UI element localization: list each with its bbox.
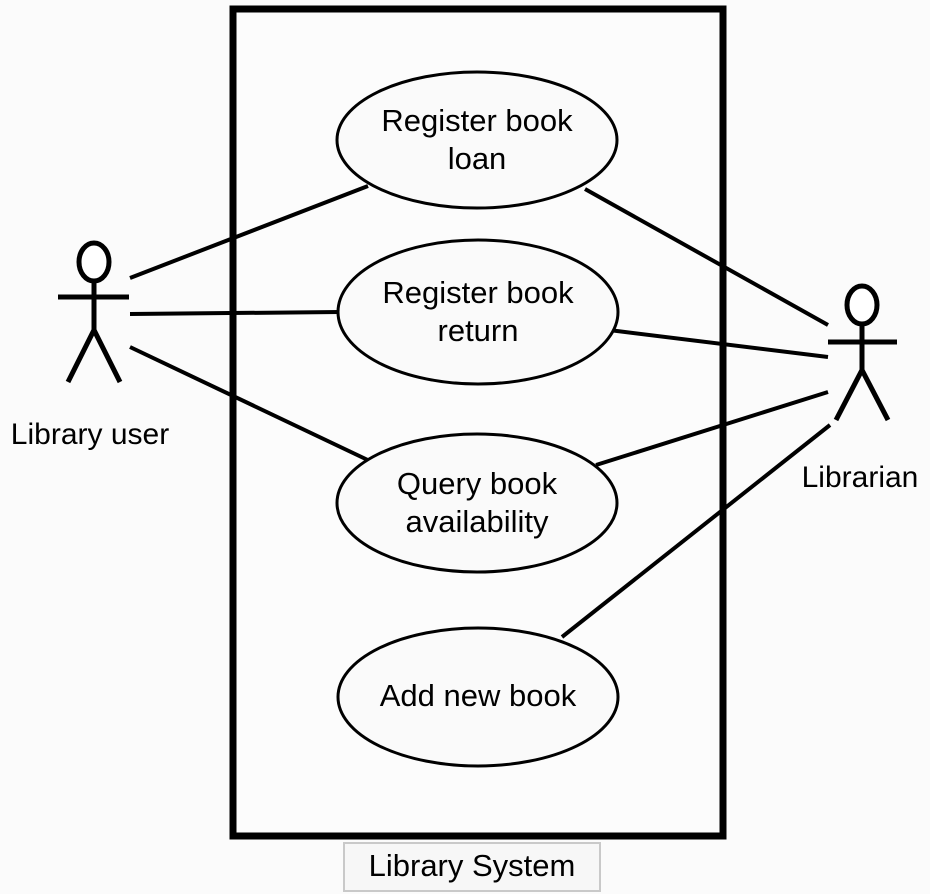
use-case-ellipse [336, 238, 620, 386]
system-label: Library System [343, 842, 601, 892]
actor-right-leg-line [859, 368, 891, 422]
association-register-book-return-librarian[interactable] [608, 328, 829, 359]
use-case-ellipse [335, 432, 619, 574]
actor-head-icon [76, 240, 112, 284]
association-register-book-loan-librarian[interactable] [584, 187, 829, 327]
actor-library-user[interactable]: Library user [11, 240, 169, 451]
actor-right-leg-line [91, 328, 123, 384]
actor-librarian[interactable]: Librarian [802, 283, 919, 494]
association-library-user-register-book-return[interactable] [129, 310, 341, 316]
use-case-label-line2: availability [405, 504, 549, 539]
actor-left-leg-line [65, 328, 97, 384]
use-case-add-new-book[interactable]: Add new book [336, 626, 620, 768]
use-case-label-line1: Register book [382, 275, 574, 310]
actor-left-leg-line [833, 368, 865, 422]
use-case-label-line1: Add new book [380, 678, 577, 713]
use-case-label-line1: Query book [397, 466, 558, 501]
association-query-book-availability-librarian[interactable] [595, 390, 829, 467]
actor-head-icon [844, 283, 880, 327]
use-case-register-book-return[interactable]: Register book return [336, 238, 620, 386]
association-library-user-register-book-loan[interactable] [129, 184, 369, 280]
use-case-register-book-loan[interactable]: Register book loan [335, 70, 619, 210]
system-label-box [343, 842, 601, 892]
use-case-label-line2: loan [448, 141, 507, 176]
use-case-ellipse [335, 70, 619, 210]
actor-label-library-user: Library user [11, 418, 169, 451]
use-case-query-book-availability[interactable]: Query book availability [335, 432, 619, 574]
use-case-label-line1: Register book [381, 103, 573, 138]
use-case-label-line2: return [438, 313, 519, 348]
use-case-ellipse [336, 626, 620, 768]
system-label-text: Library System [369, 848, 576, 883]
association-add-new-book-librarian[interactable] [560, 423, 832, 639]
actor-label-librarian: Librarian [802, 461, 919, 494]
association-library-user-query-book-availability[interactable] [129, 345, 373, 464]
